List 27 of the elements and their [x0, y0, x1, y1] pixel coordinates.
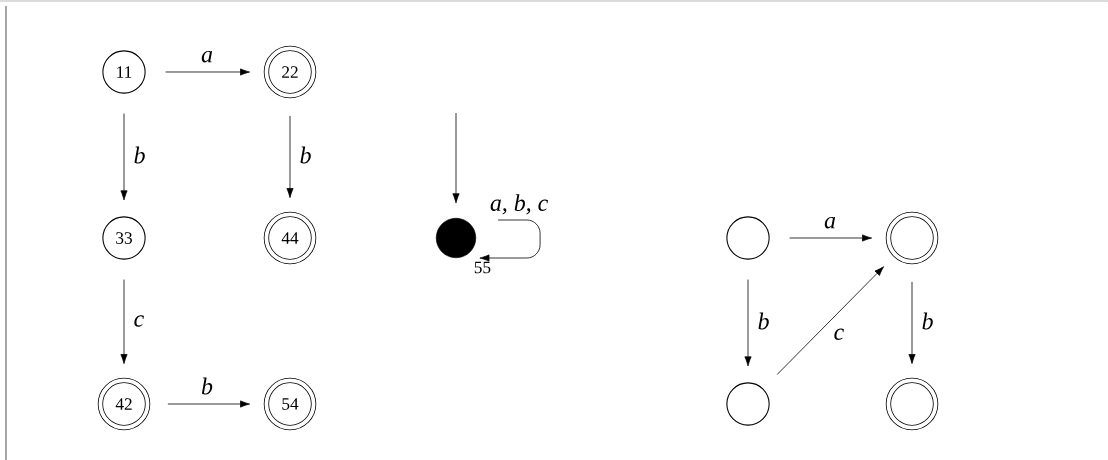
- edge-label: b: [132, 145, 147, 165]
- edge-label: a: [822, 215, 838, 230]
- edge-label: b: [298, 145, 313, 165]
- filled-state-circle: [435, 217, 477, 259]
- edge-label: c: [832, 327, 846, 342]
- arrow: [120, 113, 128, 201]
- edge-label: b: [920, 311, 935, 331]
- arrow: [286, 115, 294, 198]
- state-circle: [726, 382, 770, 426]
- arrow: [908, 281, 916, 364]
- state-circle: [726, 216, 770, 260]
- arrow: [165, 68, 250, 76]
- arrow: [789, 234, 872, 242]
- edge-label: c: [132, 313, 146, 329]
- arrow: [776, 266, 884, 375]
- arrow: [167, 400, 250, 408]
- edge-label: b: [756, 311, 771, 331]
- arrow: [452, 112, 460, 204]
- edge-label: b: [199, 376, 215, 396]
- arrow: [120, 279, 128, 364]
- state-caption: 55: [474, 261, 491, 274]
- edge-label: a, b, c: [488, 192, 550, 216]
- state-circle: [885, 377, 939, 431]
- edge-label: a: [199, 49, 215, 64]
- arrow: [744, 279, 752, 367]
- arrow: [479, 219, 541, 262]
- state-circle: [885, 211, 939, 265]
